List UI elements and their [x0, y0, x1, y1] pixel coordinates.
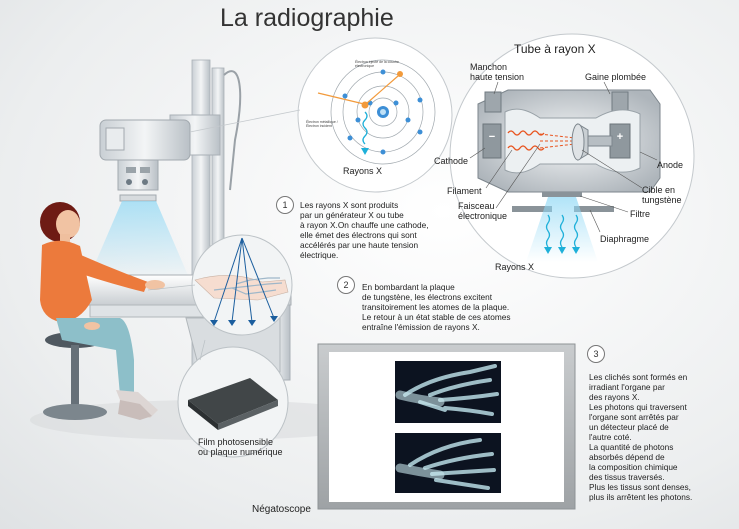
patient	[40, 202, 165, 420]
label-filament: Filament	[447, 186, 482, 196]
label-electron-incident: Électron métallique / Électron incident	[306, 120, 338, 128]
label-cathode: Cathode	[434, 156, 469, 166]
label-atom-rayons-x: Rayons X	[343, 166, 383, 176]
label-manchon: Manchon haute tension	[470, 62, 525, 82]
step-3-text: Les clichés sont formés en irradiant l'o…	[589, 372, 693, 502]
xray-beam	[88, 201, 190, 280]
label-diaphragme: Diaphragme	[600, 234, 650, 244]
xray-film-1	[395, 361, 501, 423]
label-faisceau: Faisceau électronique	[458, 201, 508, 221]
label-anode: Anode	[657, 160, 684, 170]
atom-circle	[297, 37, 453, 193]
step-2-number: 2	[337, 276, 355, 294]
tube-title: Tube à rayon X	[514, 42, 596, 56]
cathode-symbol: −	[488, 131, 496, 143]
step-3-number: 3	[587, 345, 605, 363]
negatoscope-label: Négatoscope	[252, 504, 311, 515]
label-tube-rayons-x: Rayons X	[495, 262, 535, 272]
label-electron-ejected: Électron éjecté de la couche électroniqu…	[355, 60, 399, 68]
label-gaine: Gaine plombée	[585, 72, 647, 82]
label-filtre: Filtre	[630, 209, 650, 219]
xray-film-2	[395, 433, 501, 493]
label-cible: Cible en tungstène	[642, 185, 682, 205]
film-zoom-circle	[177, 339, 289, 458]
step-1-number: 1	[276, 196, 294, 214]
page-title: La radiographie	[220, 4, 394, 32]
anode-symbol: +	[616, 131, 624, 143]
film-label: Film photosensible ou plaque numérique	[198, 437, 283, 457]
hand-zoom-circle	[147, 234, 293, 336]
step-1-text: Les rayons X sont produits par un généra…	[300, 200, 429, 260]
step-2-text: En bombardant la plaque de tungstène, le…	[362, 282, 511, 332]
xray-tube-circle	[449, 33, 695, 279]
connector-line	[189, 109, 301, 133]
